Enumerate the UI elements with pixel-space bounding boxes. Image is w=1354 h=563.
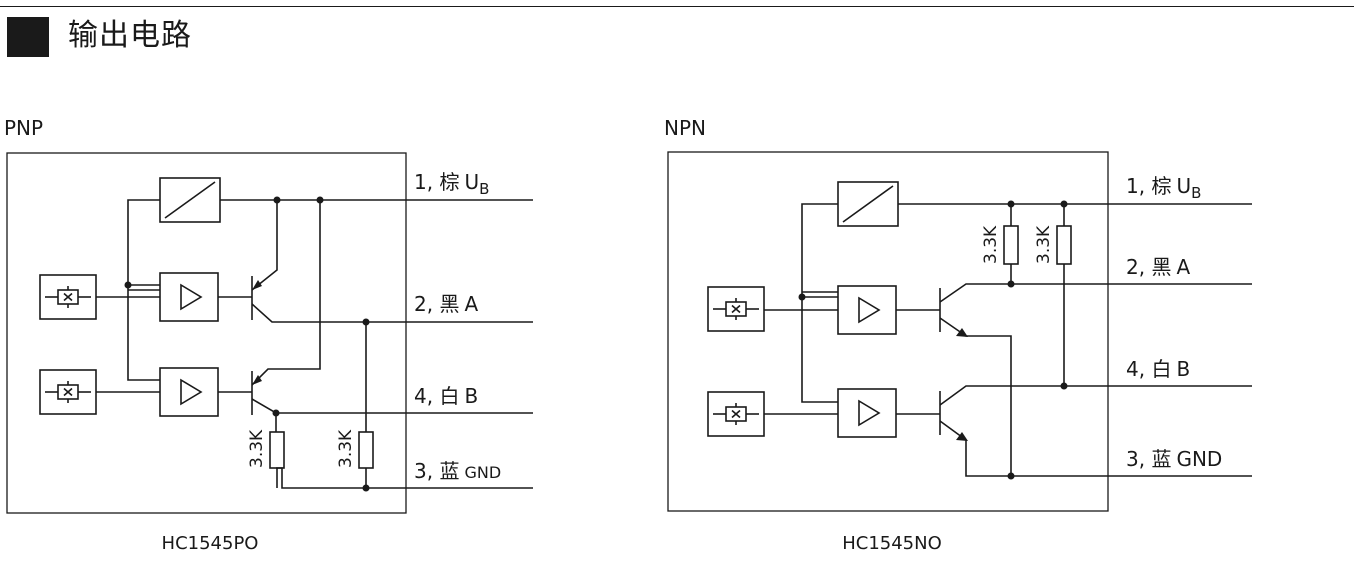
pnp-resistor-b-label: 3.3K [247, 429, 267, 468]
npn-resistor-a-label: 3.3K [981, 225, 1001, 264]
npn-resistor-b [1056, 225, 1072, 265]
npn-model-label: HC1545NO [842, 533, 942, 554]
pnp-type-label: PNP [4, 116, 43, 140]
pnp-amplifier-b [159, 367, 219, 417]
pnp-amplifier-a [159, 272, 219, 322]
pnp-oscillator-a [39, 274, 97, 320]
npn-housing [667, 151, 1109, 512]
npn-diagram: NPN 3.3K 3.3K [664, 116, 1252, 554]
pnp-diagram: PNP [4, 116, 533, 554]
npn-oscillator-b [707, 391, 765, 437]
npn-amplifier-a [837, 285, 897, 335]
pnp-housing [6, 152, 407, 514]
npn-amplifier-b [837, 388, 897, 438]
npn-oscillator-a [707, 286, 765, 332]
pnp-resistor-a-label: 3.3K [336, 429, 356, 468]
npn-resistor-a [1003, 225, 1019, 265]
title-marker-block [7, 17, 49, 57]
npn-type-label: NPN [664, 116, 706, 140]
pnp-voltage-regulator [159, 177, 221, 223]
pnp-oscillator-b [39, 369, 97, 415]
pnp-resistor-a [358, 431, 374, 469]
npn-voltage-regulator [837, 181, 899, 227]
pnp-model-label: HC1545PO [162, 533, 259, 554]
page-title: 输出电路 [68, 18, 192, 53]
header-rule [0, 6, 1354, 7]
npn-resistor-b-label: 3.3K [1034, 225, 1054, 264]
npn-internal-supply [801, 203, 838, 403]
pnp-resistor-b [269, 431, 285, 469]
